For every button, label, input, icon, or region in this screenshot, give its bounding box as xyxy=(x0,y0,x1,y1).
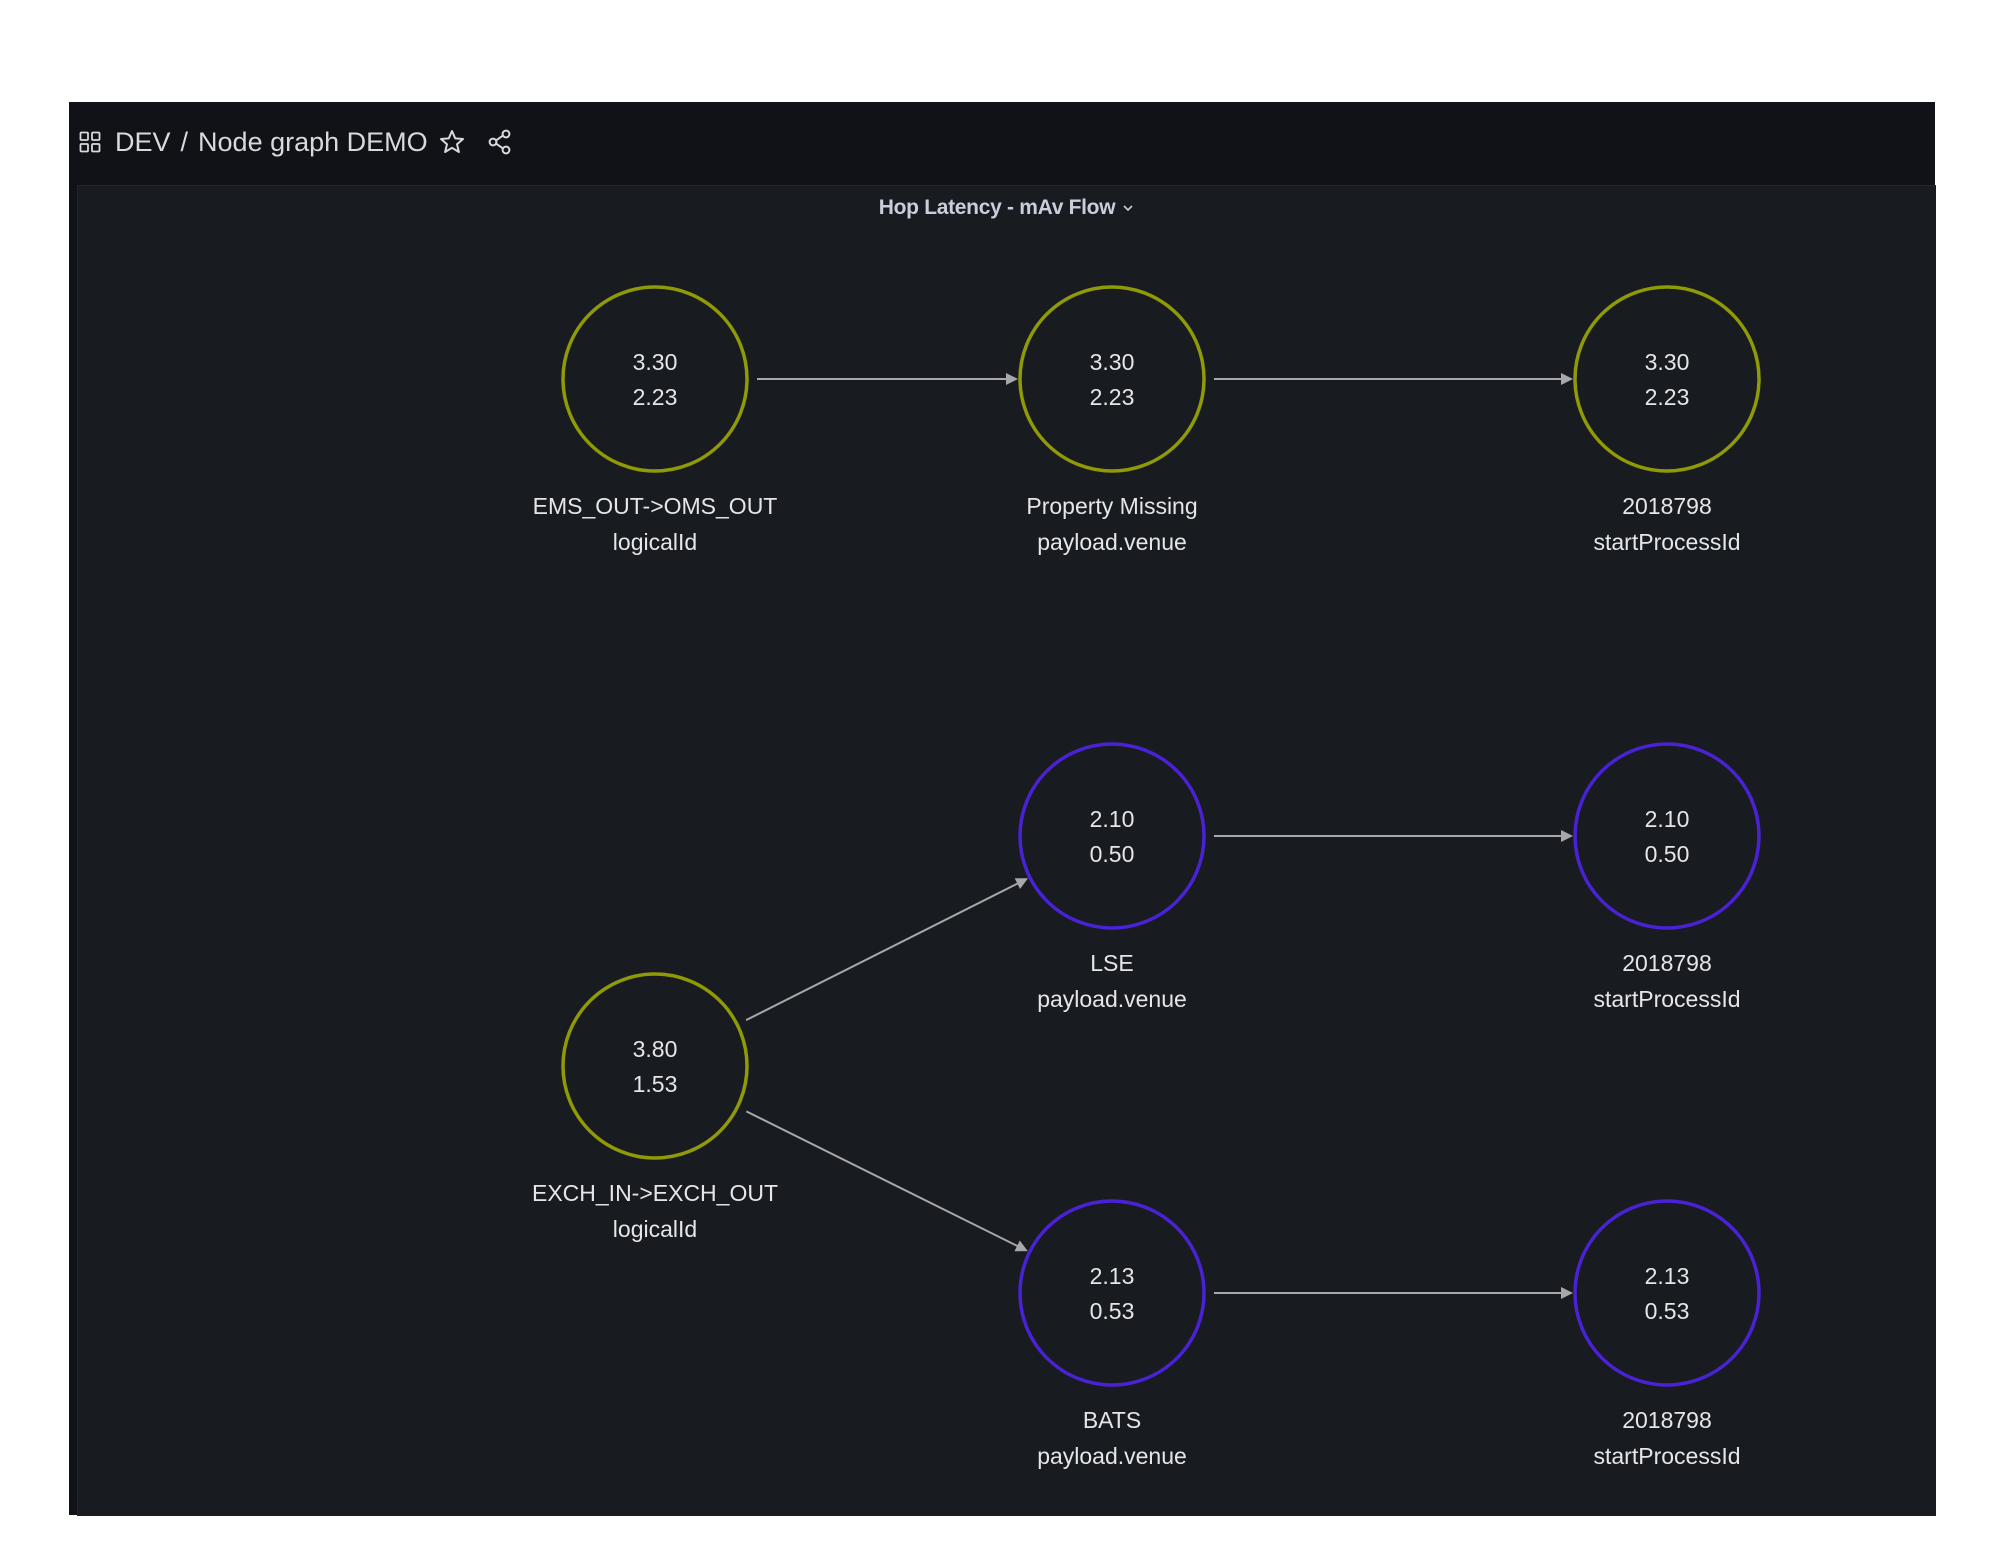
node-circle[interactable] xyxy=(1573,1199,1761,1387)
node-subtitle: startProcessId xyxy=(1594,1443,1741,1469)
node-secondary-stat: 0.50 xyxy=(1645,841,1690,867)
breadcrumb: DEV / Node graph DEMO xyxy=(115,124,428,160)
node-subtitle: payload.venue xyxy=(1037,986,1187,1012)
dashboard-header: DEV / Node graph DEMO xyxy=(69,102,1935,182)
node-main-stat: 3.30 xyxy=(1090,349,1135,375)
node-main-stat: 3.30 xyxy=(633,349,678,375)
node-circle[interactable] xyxy=(1018,742,1206,930)
chevron-down-icon xyxy=(1123,205,1133,212)
node-circle[interactable] xyxy=(561,285,749,473)
node-secondary-stat: 2.23 xyxy=(1645,384,1690,410)
graph-node[interactable]: 2.10 0.50 2018798 startProcessId xyxy=(1573,742,1761,1012)
star-icon[interactable] xyxy=(438,128,466,156)
node-title: Property Missing xyxy=(1026,493,1197,519)
node-secondary-stat: 2.23 xyxy=(633,384,678,410)
node-title: 2018798 xyxy=(1622,1407,1712,1433)
dashboard-app: DEV / Node graph DEMO Hop Latency - mAv … xyxy=(69,102,1936,1516)
node-title: LSE xyxy=(1090,950,1133,976)
breadcrumb-folder[interactable]: DEV xyxy=(115,126,171,157)
node-title: EMS_OUT->OMS_OUT xyxy=(533,493,778,519)
node-main-stat: 3.80 xyxy=(633,1036,678,1062)
node-subtitle: logicalId xyxy=(613,1216,697,1242)
node-title: 2018798 xyxy=(1622,493,1712,519)
graph-edge[interactable] xyxy=(745,1110,1028,1252)
panel-title: Hop Latency - mAv Flow xyxy=(878,196,1116,219)
node-subtitle: payload.venue xyxy=(1037,1443,1187,1469)
node-subtitle: startProcessId xyxy=(1594,986,1741,1012)
node-circle[interactable] xyxy=(1573,285,1761,473)
node-subtitle: payload.venue xyxy=(1037,529,1187,555)
node-subtitle: startProcessId xyxy=(1594,529,1741,555)
node-secondary-stat: 1.53 xyxy=(633,1071,678,1097)
graph-node[interactable]: 3.30 2.23 2018798 startProcessId xyxy=(1573,285,1761,555)
node-title: BATS xyxy=(1083,1407,1141,1433)
node-circle[interactable] xyxy=(561,972,749,1160)
node-circle[interactable] xyxy=(1573,742,1761,930)
panel-title-menu[interactable]: Hop Latency - mAv Flow xyxy=(879,196,1135,220)
node-subtitle: logicalId xyxy=(613,529,697,555)
node-secondary-stat: 0.53 xyxy=(1645,1298,1690,1324)
node-main-stat: 2.13 xyxy=(1090,1263,1135,1289)
graph-node[interactable]: 2.13 0.53 2018798 startProcessId xyxy=(1573,1199,1761,1469)
node-circle[interactable] xyxy=(1018,1199,1206,1387)
graph-edge[interactable] xyxy=(745,878,1029,1022)
node-secondary-stat: 0.53 xyxy=(1090,1298,1135,1324)
node-circle[interactable] xyxy=(1018,285,1206,473)
grid-icon[interactable] xyxy=(79,131,101,153)
node-main-stat: 3.30 xyxy=(1645,349,1690,375)
node-secondary-stat: 2.23 xyxy=(1090,384,1135,410)
share-icon[interactable] xyxy=(486,128,514,156)
node-main-stat: 2.10 xyxy=(1645,806,1690,832)
panel-title-bar: Hop Latency - mAv Flow xyxy=(78,196,1936,220)
node-main-stat: 2.10 xyxy=(1090,806,1135,832)
node-title: 2018798 xyxy=(1622,950,1712,976)
breadcrumb-separator: / xyxy=(180,126,189,157)
dashboard-title[interactable]: Node graph DEMO xyxy=(198,126,428,157)
node-main-stat: 2.13 xyxy=(1645,1263,1690,1289)
node-title: EXCH_IN->EXCH_OUT xyxy=(532,1180,778,1206)
node-secondary-stat: 0.50 xyxy=(1090,841,1135,867)
